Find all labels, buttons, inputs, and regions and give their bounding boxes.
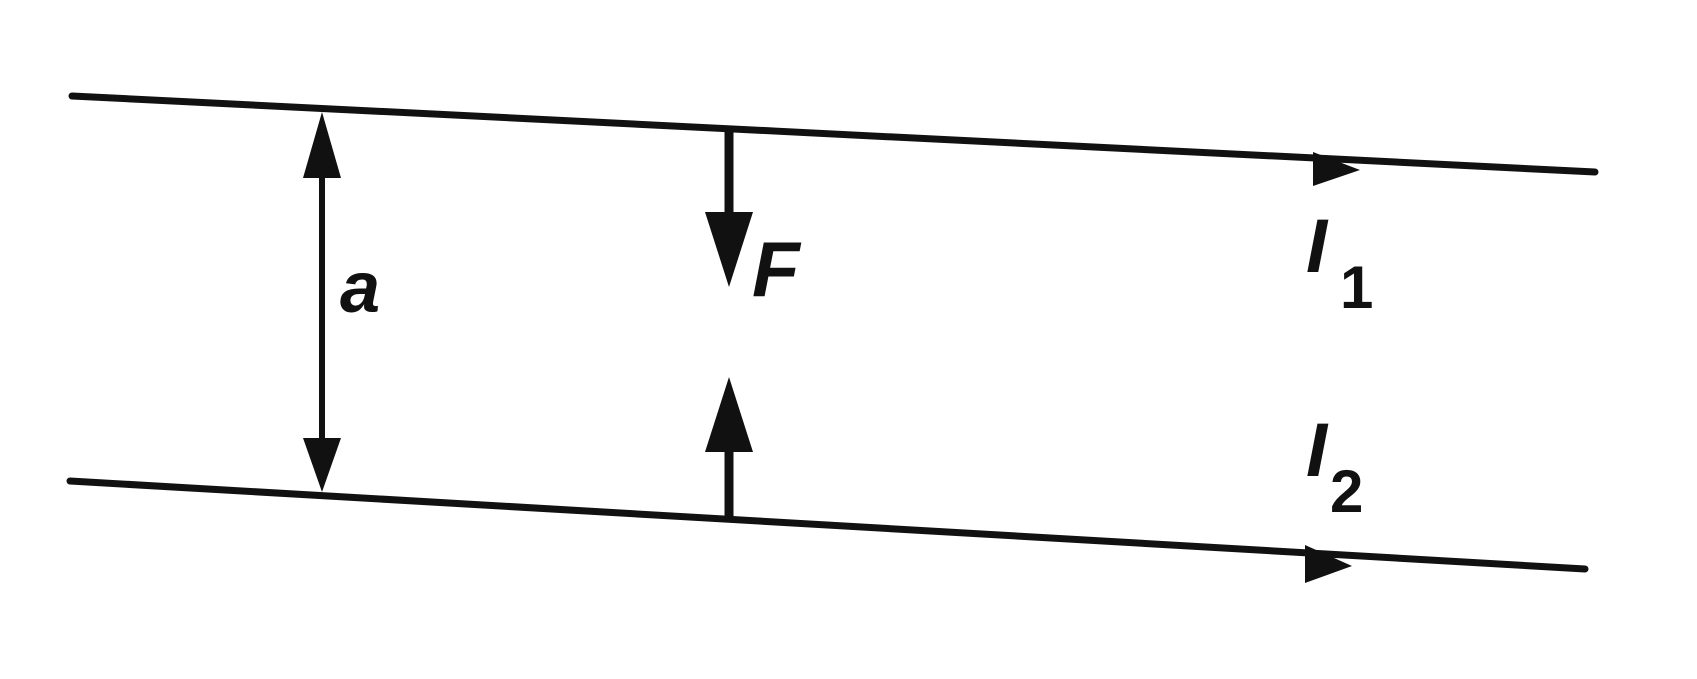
current-1-subscript: 1 bbox=[1340, 254, 1373, 321]
lower-wire bbox=[66, 477, 1589, 583]
distance-dimension-arrow bbox=[303, 112, 341, 492]
force-arrow-lower bbox=[705, 377, 753, 522]
current-1-symbol: I bbox=[1306, 204, 1329, 289]
force-label: F bbox=[752, 225, 802, 313]
distance-arrowhead-bottom bbox=[303, 438, 341, 492]
force-arrow-upper bbox=[705, 132, 753, 287]
current-2-symbol: I bbox=[1306, 408, 1329, 493]
distance-arrowhead-top bbox=[303, 112, 341, 178]
force-arrow-lower-head bbox=[705, 377, 753, 452]
current-2-subscript: 2 bbox=[1330, 458, 1363, 525]
force-arrow-upper-head bbox=[705, 212, 753, 287]
distance-label: a bbox=[340, 248, 380, 328]
upper-wire-current-arrowhead bbox=[1313, 152, 1360, 186]
upper-wire bbox=[68, 92, 1599, 186]
lower-wire-current-arrowhead bbox=[1305, 545, 1352, 583]
